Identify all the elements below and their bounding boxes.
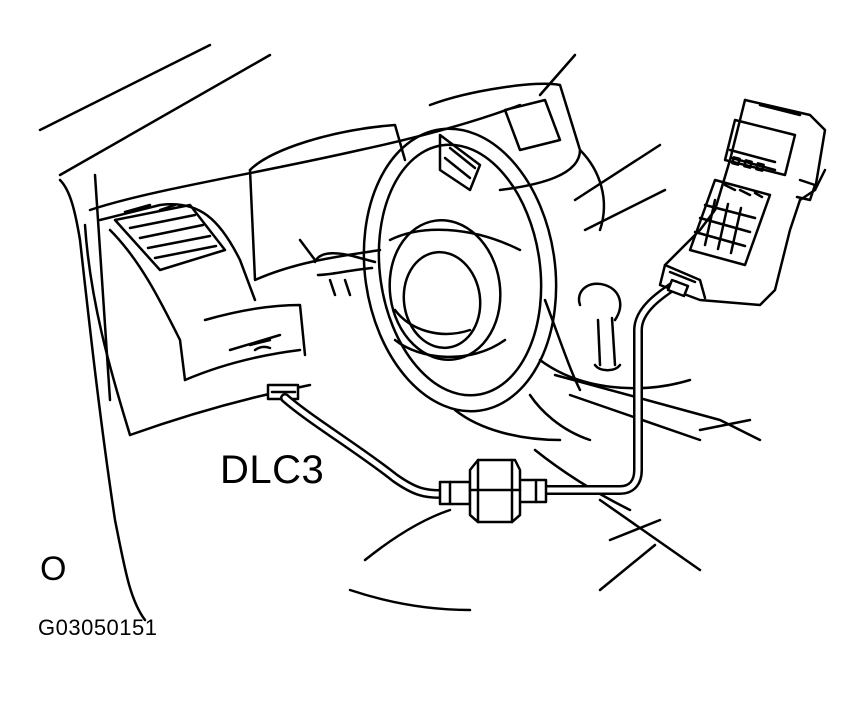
center-console (428, 82, 606, 392)
door-frame (58, 173, 147, 622)
instrument-cluster (248, 123, 407, 282)
view-marker-label: O (40, 550, 67, 588)
seat-lines (348, 408, 752, 612)
cable-adapter (438, 458, 548, 524)
turn-signal-stalk (313, 252, 377, 297)
steering-wheel (362, 127, 558, 413)
dlc3-label: DLC3 (220, 448, 325, 492)
scan-tool (658, 98, 827, 307)
left-air-vent (113, 203, 227, 272)
dashboard (83, 103, 522, 437)
cable-adapter-to-tool (540, 280, 680, 495)
figure-id-label: G03050151 (38, 615, 158, 640)
cable-dlc3-to-adapter (280, 393, 445, 499)
windshield-lines (38, 43, 667, 232)
